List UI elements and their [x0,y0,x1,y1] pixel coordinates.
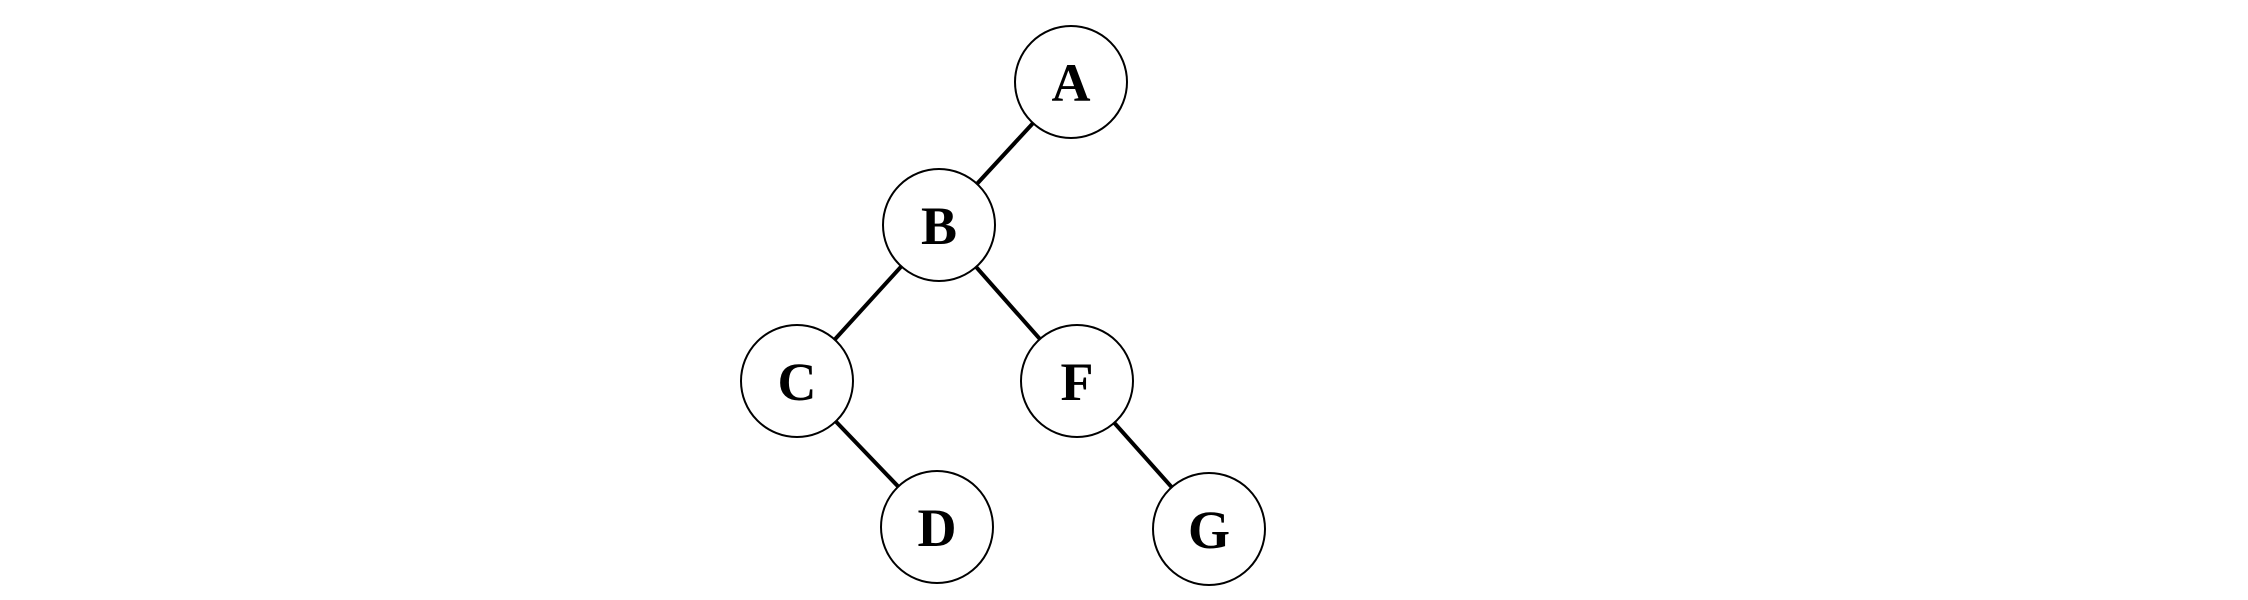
tree-node-circle-D [880,470,994,584]
tree-node-label-G: G [1188,500,1230,560]
tree-node-B: B [882,168,996,282]
nodes-layer: A B C F D G [740,25,1266,586]
tree-node-D: D [880,470,994,584]
tree-node-circle-F [1020,324,1134,438]
tree-node-label-A: A [1052,53,1091,113]
edges-layer [795,80,1211,531]
tree-node-A: A [1014,25,1128,139]
tree-node-circle-G [1152,472,1266,586]
tree-node-circle-C [740,324,854,438]
tree-node-C: C [740,324,854,438]
tree-node-G: G [1152,472,1266,586]
tree-node-label-D: D [918,498,957,558]
tree-node-circle-B [882,168,996,282]
tree-node-label-C: C [778,352,817,412]
tree-node-F: F [1020,324,1134,438]
tree-node-circle-A [1014,25,1128,139]
tree-node-label-F: F [1061,352,1094,412]
tree-node-label-B: B [921,196,957,256]
